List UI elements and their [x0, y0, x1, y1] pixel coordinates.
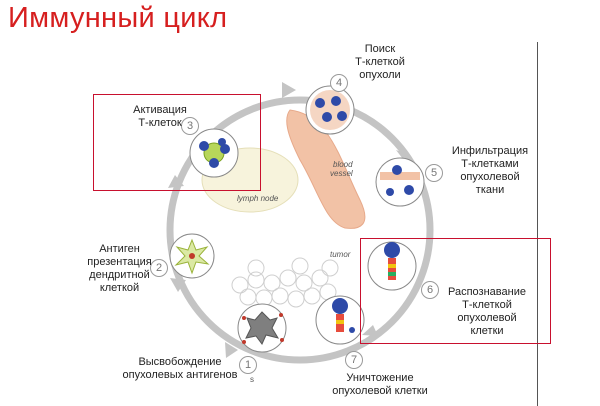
blood-vessel-annotation-2: vessel	[330, 169, 353, 178]
step-number-7: 7	[345, 351, 363, 369]
step1-illustration	[237, 303, 287, 353]
cycle-ring	[166, 96, 434, 364]
blood-vessel-shape	[286, 109, 366, 229]
step3-illustration	[189, 128, 239, 178]
step4-illustration	[305, 85, 355, 135]
blood-vessel-annotation-1: blood	[333, 160, 353, 169]
step-number-4: 4	[330, 74, 348, 92]
cycle-arrowhead	[168, 175, 184, 188]
highlight-box-activation	[93, 94, 261, 191]
step-number-6: 6	[421, 281, 439, 299]
cycle-arrowhead	[362, 325, 378, 336]
step5-illustration	[375, 157, 425, 207]
cycle-arrowhead	[170, 278, 186, 292]
divider-line	[537, 42, 538, 406]
tumor-cluster	[231, 257, 339, 308]
step-number-1: 1	[239, 356, 257, 374]
slide-title: Иммунный цикл	[8, 2, 228, 34]
step7-illustration	[315, 295, 365, 345]
step-number-5: 5	[425, 164, 443, 182]
stray-s-annotation: s	[250, 375, 254, 384]
lymph-node-annotation: lymph node	[237, 194, 279, 203]
step6-illustration	[367, 241, 417, 291]
step-number-2: 2	[150, 259, 168, 277]
cycle-arrowhead	[225, 342, 238, 358]
highlight-box-recognition	[360, 238, 551, 344]
cycle-arrowhead	[282, 82, 296, 98]
step2-illustration	[169, 233, 215, 279]
tumor-annotation: tumor	[330, 250, 351, 259]
step-number-3: 3	[181, 117, 199, 135]
